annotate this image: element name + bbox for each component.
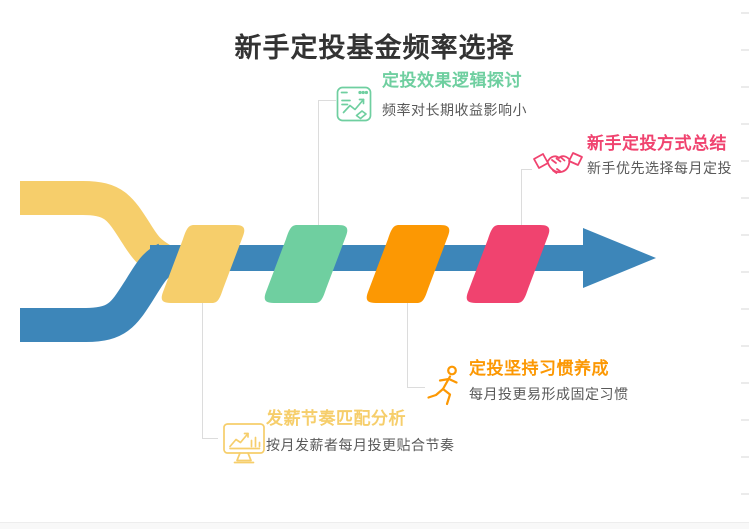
node-heading-salary-rhythm: 发薪节奏匹配分析 [266,409,406,428]
connector-line-green [318,100,336,227]
connector-line-yellow [202,300,218,439]
ribbon-fork-blue [20,243,175,342]
node-heading-method-summary: 新手定投方式总结 [587,134,727,153]
ribbon-twist-pink [466,225,550,303]
node-heading-effect-logic: 定投效果逻辑探讨 [382,71,522,90]
node-desc-effect-logic: 频率对长期收益影响小 [382,102,527,118]
bottom-strip [0,522,749,529]
node-desc-habit-building: 每月投更易形成固定习惯 [469,386,629,402]
runner-icon [425,364,465,415]
ribbon-fork-yellow [20,181,171,275]
node-desc-salary-rhythm: 按月发薪者每月投更贴合节奏 [266,437,455,453]
page-title: 新手定投基金频率选择 [234,33,515,63]
arrow-head [583,228,656,288]
ribbon-twist-green [264,225,348,303]
browser-chart-icon [336,86,372,127]
node-desc-method-summary: 新手优先选择每月定投 [587,160,732,176]
handshake-icon [532,146,584,187]
connector-line-pink [521,169,532,227]
monitor-chart-icon [221,421,267,472]
ribbon-twist-orange [366,225,450,303]
page-edge-ticks [741,12,749,529]
ribbon-twist-yellow [161,225,245,303]
connector-line-orange [407,300,425,388]
node-heading-habit-building: 定投坚持习惯养成 [469,359,609,378]
